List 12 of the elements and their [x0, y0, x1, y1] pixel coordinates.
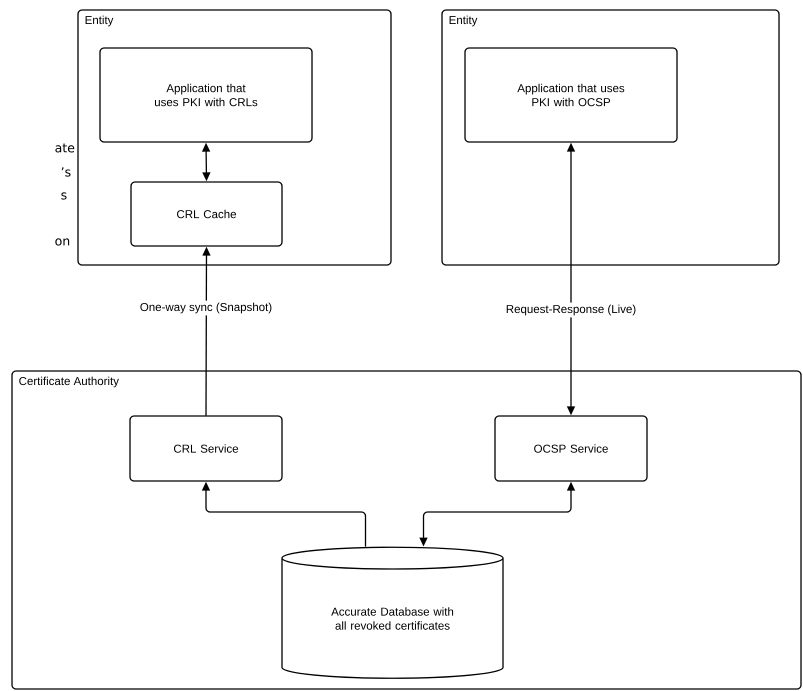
text-fragment: ate: [55, 144, 74, 152]
process-box: OCSP Service: [494, 415, 648, 482]
database-cylinder: Accurate Database with all revoked certificates: [281, 546, 504, 679]
process-box: CRL Service: [129, 415, 283, 482]
text-fragment: s: [61, 192, 67, 200]
edge-label: One-way sync (Snapshot): [138, 300, 274, 316]
process-box: Application that uses PKI with OCSP: [464, 47, 678, 143]
process-box: CRL Cache: [130, 181, 283, 247]
text-fragment: ’s: [62, 167, 71, 177]
process-box: Application that uses PKI with CRLs: [99, 47, 313, 143]
edge-label: Request-Response (Live): [504, 302, 638, 318]
text-fragment: on: [55, 238, 70, 246]
